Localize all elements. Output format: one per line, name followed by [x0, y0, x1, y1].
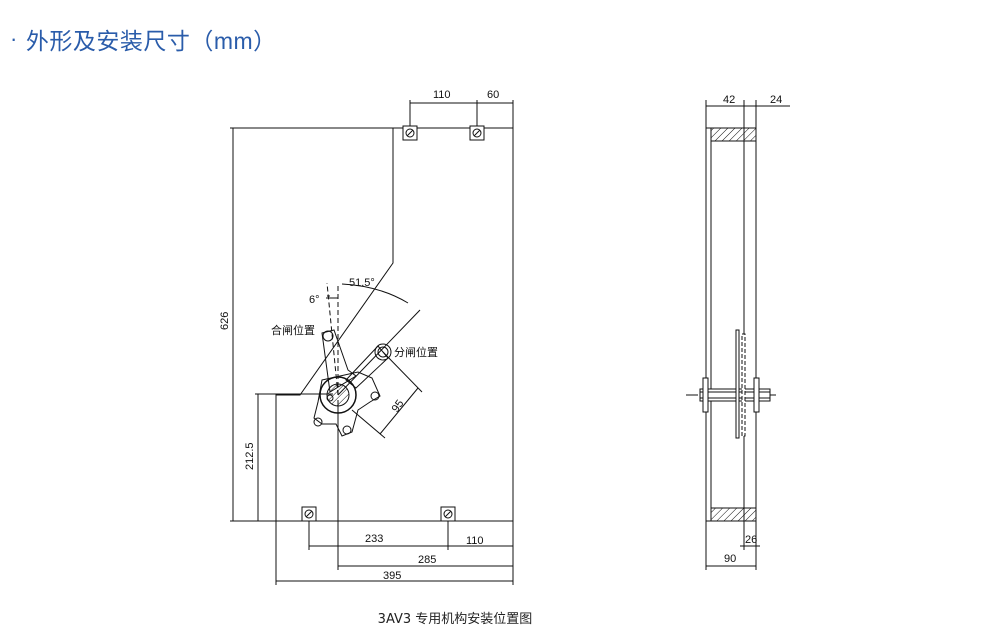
side-top-block-right	[743, 127, 757, 142]
dim-side-24: 24	[770, 94, 782, 106]
dim-bottom-395: 395	[383, 570, 401, 582]
link-pin-1	[313, 417, 323, 427]
dim-side-90: 90	[724, 553, 736, 565]
mount-hole-top-left	[405, 128, 415, 138]
side-bottom-block-right	[743, 507, 757, 522]
dim-top-60: 60	[487, 89, 499, 101]
dim-side-42: 42	[723, 94, 735, 106]
link-pin-3	[370, 391, 380, 401]
heading-text: 外形及安装尺寸（mm）	[25, 28, 277, 54]
dim-shaft-212-5: 212.5	[244, 442, 256, 470]
front-view	[230, 100, 514, 585]
label-closed-position: 合闸位置	[271, 323, 315, 337]
front-view-dim-labels: 110 60 626 212.5 233 110 285 395 95 51.5…	[219, 89, 499, 582]
side-view-dim-labels: 42 24 26 90	[723, 94, 782, 565]
open-lever	[345, 345, 389, 389]
side-lever-plate-b	[741, 333, 746, 437]
open-lever-pin	[377, 346, 389, 358]
dim-bottom-285: 285	[418, 554, 436, 566]
dim-top-110: 110	[433, 89, 451, 101]
main-shaft	[326, 383, 350, 407]
closed-lever-pin	[322, 330, 334, 342]
front-plate-outline	[275, 127, 514, 522]
heading-bullet: ·	[10, 26, 18, 51]
dim-bottom-110: 110	[466, 535, 484, 547]
mount-hole-bottom-right	[443, 509, 453, 519]
main-shaft-outer	[319, 376, 357, 414]
side-bottom-block-left	[710, 507, 745, 522]
dim-angle-6: 6°	[309, 294, 320, 306]
dim-radius-95: 95	[390, 398, 407, 415]
link-pin-4	[326, 394, 334, 402]
figure-caption: 3AV3 专用机构安装位置图	[377, 612, 533, 627]
mount-hole-bottom-left	[304, 509, 314, 519]
dim-height-626: 626	[219, 312, 231, 330]
side-lever-plate-a	[735, 329, 740, 439]
mount-hole-top-right	[472, 128, 482, 138]
side-shaft-flange-left	[702, 377, 709, 413]
link-plate	[313, 371, 381, 437]
side-top-block-left	[710, 127, 745, 142]
dim-side-26: 26	[745, 534, 757, 546]
side-view	[686, 100, 790, 570]
link-pin-2	[342, 425, 352, 435]
side-shaft-flange-right	[753, 377, 760, 413]
dim-bottom-233: 233	[365, 533, 383, 545]
label-open-position: 分闸位置	[394, 345, 438, 359]
section-heading: · 外形及安装尺寸（mm）	[10, 22, 277, 56]
side-body-outline	[705, 127, 757, 522]
dim-angle-51-5: 51.5°	[349, 277, 375, 289]
